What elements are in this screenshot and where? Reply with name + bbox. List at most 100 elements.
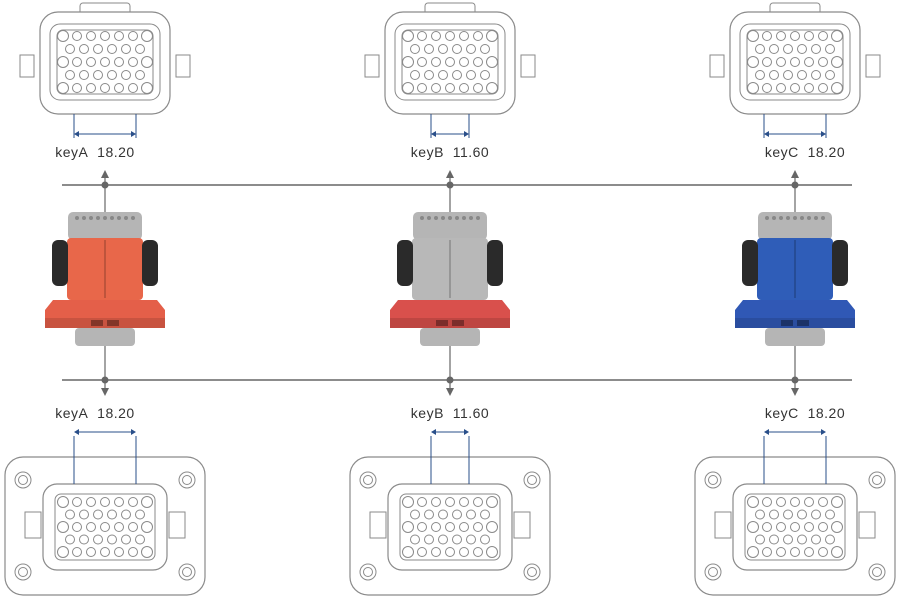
pin-cavity <box>431 57 441 67</box>
cap-hole <box>420 216 424 220</box>
pin-cavity <box>747 521 759 533</box>
pin-cavity <box>431 497 441 507</box>
pin-cavity <box>783 70 793 80</box>
pin-cavity <box>431 31 441 41</box>
flange-edge <box>735 318 855 328</box>
pin-cavity <box>438 534 448 545</box>
pin-cavity <box>128 31 138 41</box>
side-tab <box>858 511 876 539</box>
cap-hole <box>821 216 825 220</box>
flange-slot <box>91 320 103 326</box>
pin-cavity <box>114 497 124 507</box>
pin-cavity <box>417 57 427 67</box>
pin-cavity <box>747 496 759 508</box>
cap-hole <box>476 216 480 220</box>
pin-cavity <box>486 521 498 533</box>
pin-cavity <box>445 83 455 93</box>
bottom-label-keyA: keyA 18.20 <box>55 405 135 421</box>
pin-cavity <box>466 70 476 80</box>
pin-cavity <box>135 509 145 520</box>
pin-cavity <box>473 547 483 557</box>
mount-hole-inner <box>872 475 882 485</box>
left-latch <box>52 240 68 286</box>
up-arrow-icon <box>446 170 454 178</box>
mount-hole-inner <box>18 475 28 485</box>
down-arrow-icon <box>446 388 454 396</box>
pin-cavity <box>128 497 138 507</box>
pin-cavity <box>100 31 110 41</box>
pin-cavity <box>790 31 800 41</box>
mount-hole <box>14 563 32 581</box>
pin-cavity <box>790 57 800 67</box>
housing-outline <box>384 11 516 115</box>
pin-cavity <box>79 534 89 545</box>
connector-body <box>757 238 833 300</box>
pin-cavity <box>783 509 793 520</box>
pin-cavity <box>769 509 779 520</box>
up-arrow-icon <box>791 170 799 178</box>
connector-body <box>67 238 143 300</box>
pin-cavity <box>438 44 448 54</box>
cap-hole <box>96 216 100 220</box>
mount-hole <box>178 563 196 581</box>
pin-cavity <box>72 57 82 67</box>
pin-cavity <box>86 83 96 93</box>
pin-cavity <box>114 31 124 41</box>
right-latch <box>142 240 158 286</box>
pin-cavity <box>135 44 145 54</box>
pin-cavity <box>402 521 414 533</box>
pin-cavity <box>811 70 821 80</box>
mount-hole <box>523 563 541 581</box>
pin-cavity <box>79 509 89 520</box>
pin-cavity <box>480 534 490 545</box>
pin-cavity <box>445 31 455 41</box>
cap-hole <box>772 216 776 220</box>
pin-cavity <box>486 56 498 68</box>
pin-cavity <box>818 31 828 41</box>
pin-cavity <box>818 497 828 507</box>
cap-hole <box>800 216 804 220</box>
pin-cavity <box>762 57 772 67</box>
pin-cavity <box>790 497 800 507</box>
cap-hole <box>779 216 783 220</box>
pin-cavity <box>410 509 420 520</box>
mount-hole <box>704 471 722 489</box>
pin-cavity <box>65 534 75 545</box>
axis-node <box>101 376 109 384</box>
mounting-flange <box>390 300 510 328</box>
pin-cavity <box>128 83 138 93</box>
axis-node <box>791 376 799 384</box>
pin-cavity <box>410 70 420 80</box>
cap-hole <box>448 216 452 220</box>
axis-node <box>791 181 799 189</box>
cap-hole <box>82 216 86 220</box>
bottom-flange-drawing <box>4 429 206 596</box>
pin-cavity <box>424 70 434 80</box>
pin-cavity <box>473 83 483 93</box>
pin-cavity <box>402 30 414 42</box>
pin-cavity <box>804 497 814 507</box>
side-tab <box>369 511 387 539</box>
side-tab <box>364 54 380 78</box>
pin-cavity <box>86 547 96 557</box>
pin-cavity <box>86 522 96 532</box>
flange-edge <box>390 318 510 328</box>
cap-hole <box>103 216 107 220</box>
side-tab <box>24 511 42 539</box>
pin-cavity <box>114 522 124 532</box>
pin-cavity <box>438 70 448 80</box>
side-tab <box>714 511 732 539</box>
pin-cavity <box>65 509 75 520</box>
mount-hole-inner <box>182 475 192 485</box>
pin-cavity <box>121 70 131 80</box>
cap-hole <box>462 216 466 220</box>
pin-cavity <box>141 56 153 68</box>
pin-cavity <box>72 31 82 41</box>
mount-hole <box>178 471 196 489</box>
pin-cavity <box>417 497 427 507</box>
pin-cavity <box>480 509 490 520</box>
bottom-flange-drawing <box>349 429 551 596</box>
pin-field <box>399 493 501 561</box>
cap-hole <box>814 216 818 220</box>
